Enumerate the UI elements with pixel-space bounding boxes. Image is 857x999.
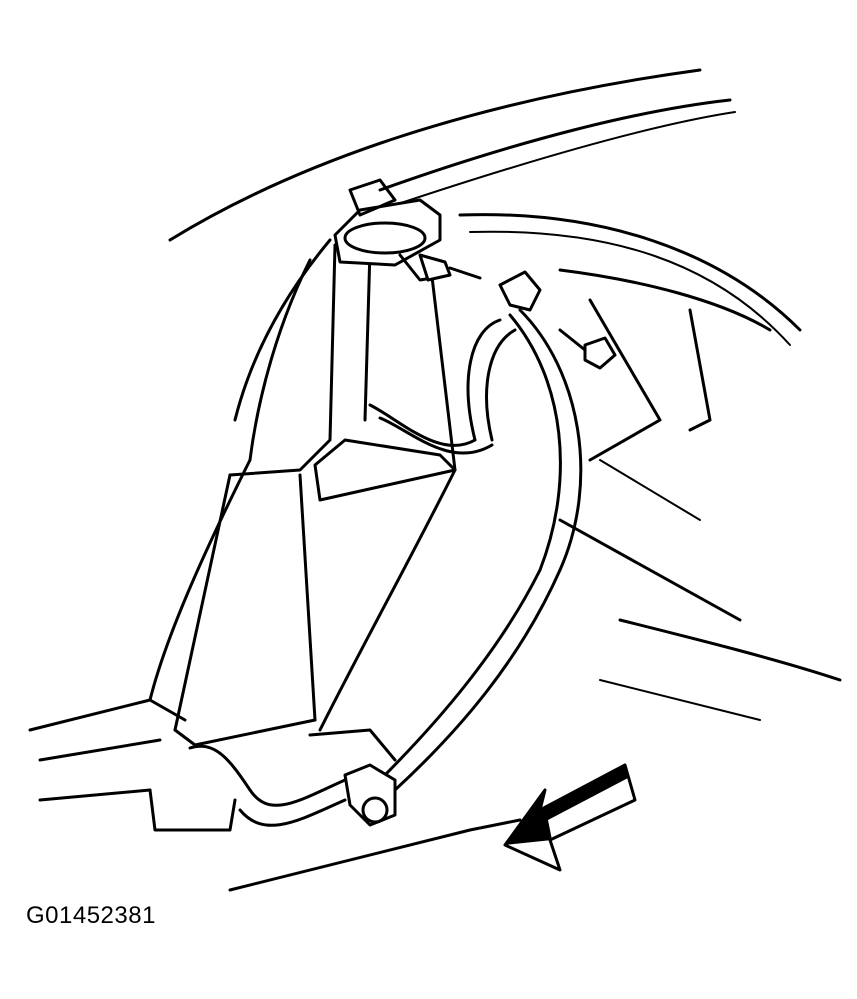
bolt-upper bbox=[418, 253, 482, 282]
body-panel bbox=[28, 238, 522, 892]
figure-id-label: G01452381 bbox=[26, 902, 156, 929]
upper-anchor bbox=[333, 178, 452, 282]
pillar-trim bbox=[173, 243, 457, 747]
rear-shelf bbox=[558, 298, 842, 721]
roof-outline bbox=[168, 68, 802, 346]
bolt-right bbox=[558, 328, 617, 370]
direction-arrow-icon bbox=[503, 763, 637, 872]
lower-anchor bbox=[148, 728, 397, 832]
seat-belt-webbing bbox=[188, 270, 583, 827]
